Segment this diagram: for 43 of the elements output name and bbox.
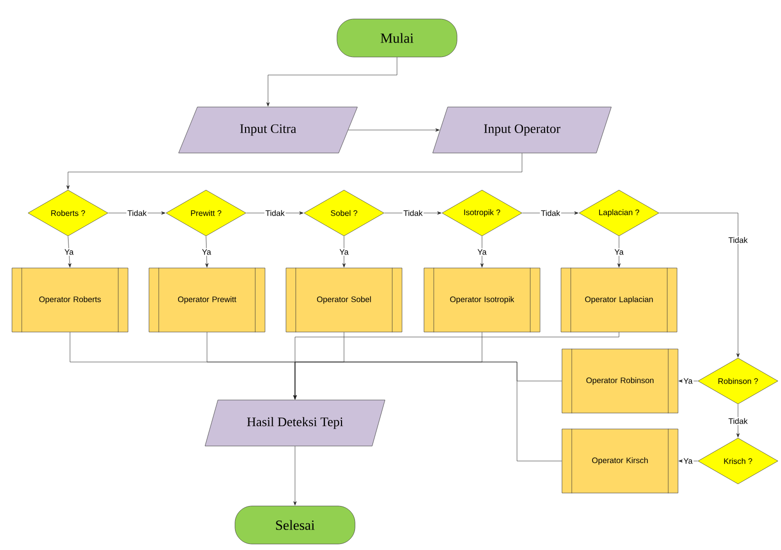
edge-label: Tidak xyxy=(264,209,286,217)
edge-label: Ya xyxy=(200,248,212,256)
process-box: Operator Laplacian xyxy=(560,268,678,332)
arrow xyxy=(678,459,698,463)
arrow xyxy=(480,236,484,268)
edge-label: Ya xyxy=(613,248,625,256)
arrow xyxy=(266,57,398,106)
arrow xyxy=(108,211,166,215)
arrow xyxy=(348,128,440,132)
arrow xyxy=(293,446,297,506)
arrow xyxy=(205,236,208,268)
terminal-box: Mulai xyxy=(336,18,458,58)
process-box: Operator Kirsch xyxy=(562,428,678,494)
process-box: Operator Prewitt xyxy=(148,268,266,332)
arrow xyxy=(384,211,442,215)
edge-label: Tidak xyxy=(126,209,148,217)
arrow xyxy=(678,379,698,383)
arrow xyxy=(68,236,72,268)
io-parallelogram: Input Citra xyxy=(178,106,358,154)
edge-label: Ya xyxy=(476,248,488,256)
edge-label: Tidak xyxy=(402,209,424,217)
io-parallelogram: Hasil Deteksi Tepi xyxy=(204,400,386,446)
arrow xyxy=(736,404,740,438)
edge-label: Tidak xyxy=(540,209,562,217)
edge-label: Ya xyxy=(338,248,350,256)
process-box: Operator Sobel xyxy=(286,268,402,332)
process-box: Operator Robinson xyxy=(562,348,678,414)
edge-label: Tidak xyxy=(727,417,749,425)
io-parallelogram: Input Operator xyxy=(432,106,612,154)
arrow xyxy=(617,236,621,268)
edge-label: Ya xyxy=(63,248,75,256)
arrow xyxy=(659,212,740,358)
edge-label: Ya xyxy=(682,457,694,465)
process-box: Operator Isotropik xyxy=(424,268,540,332)
terminal-box: Selesai xyxy=(234,506,356,544)
arrow xyxy=(246,211,304,215)
arrow xyxy=(522,211,578,215)
process-box: Operator Roberts xyxy=(12,268,128,332)
arrow xyxy=(342,236,346,268)
arrow xyxy=(66,153,522,190)
edge-label: Ya xyxy=(682,377,694,385)
arrow xyxy=(293,362,562,462)
edge-label: Tidak xyxy=(727,236,749,244)
